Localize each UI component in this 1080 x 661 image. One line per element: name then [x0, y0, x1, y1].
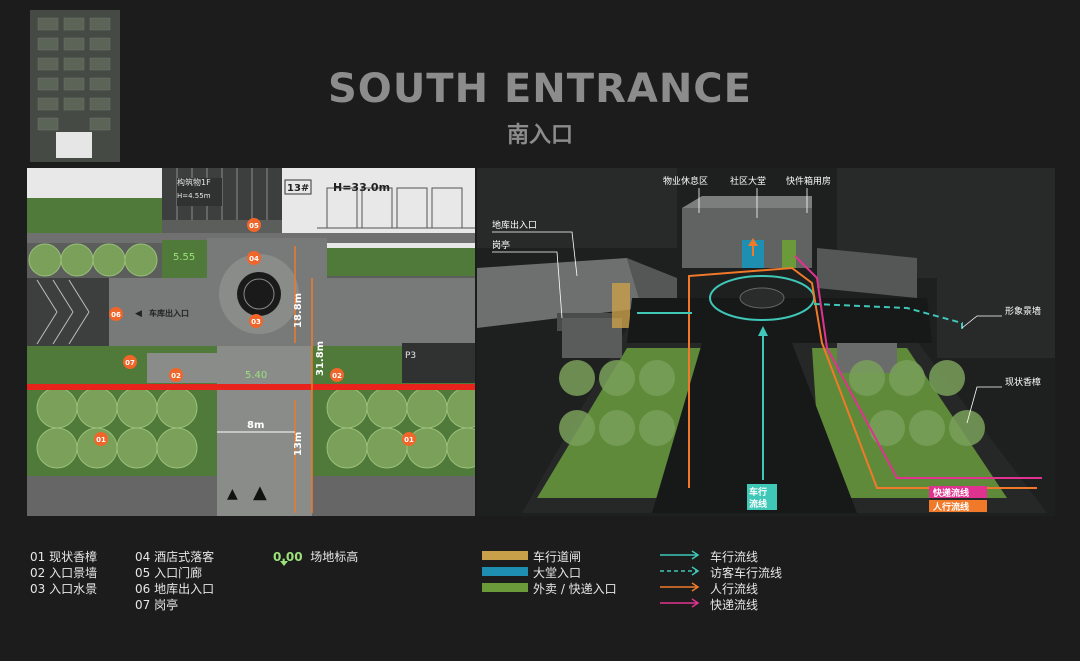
label-lobby: 社区大堂 [730, 175, 766, 187]
legend-item-04: 04 酒店式落客 [135, 550, 215, 564]
marker-01-left: 01 [96, 436, 106, 444]
dim-18-8m: 18.8m [293, 293, 304, 328]
main-road [652, 343, 857, 513]
label-vehicle-flow-b: 流线 [749, 498, 767, 510]
legend-delivery-entrance: 外卖 / 快递入口 [533, 582, 617, 596]
elevation-value: 0.00 [273, 550, 303, 564]
legend-pedestrian-flow: 人行流线 [710, 582, 759, 596]
key-map-highlight [56, 132, 92, 158]
page-subtitle: 南入口 [506, 123, 573, 148]
key-map-drawing [30, 10, 120, 162]
label-guard-booth: 岗亭 [492, 239, 510, 251]
legend-item-06: 06 地库出入口 [135, 582, 215, 596]
building-p3-label: P3 [405, 351, 416, 361]
marker-02-right: 02 [332, 372, 342, 380]
delivery-entrance [782, 240, 796, 268]
marker-06: 06 [111, 311, 121, 319]
label-pedestrian-flow: 人行流线 [932, 501, 969, 513]
visitor-vehicle-flow-line [813, 303, 963, 330]
legend-elevation: 0.00 场地标高 [273, 548, 358, 565]
site-plan: 构筑物1F H=4.55m 13# H=33.0m [27, 168, 475, 516]
legend-item-07: 07 岗亭 [135, 598, 179, 612]
legend-delivery-flow: 快递流线 [710, 598, 759, 612]
arrow-left-icon: ◀ [135, 309, 142, 319]
legend-lobby: 大堂入口 [533, 566, 582, 580]
arrow-up-icon: ▲ [227, 486, 238, 502]
arrow-up-icon: ▲ [253, 482, 267, 503]
garage-exit-text: 车库出入口 [149, 308, 189, 318]
water-feature [237, 272, 281, 316]
key-map [30, 10, 120, 162]
gate-barrier [612, 283, 630, 328]
flow-legend-arrows [660, 550, 700, 608]
swatch-gate [482, 551, 528, 560]
legend-gate: 车行道闸 [533, 550, 582, 564]
label-property-rest: 物业休息区 [663, 175, 708, 187]
pavilion-height: H=4.55m [177, 192, 211, 200]
pedestrian-flow-line [688, 266, 1037, 489]
entrance-wall-line [27, 384, 475, 390]
aerial-view: 物业休息区 社区大堂 快件箱用房 地库出入口 岗亭 形象景墙 现状香樟 车行 流… [477, 168, 1055, 516]
legend-item-01: 01 现状香樟 [30, 550, 98, 564]
legend-vehicle-flow: 车行流线 [710, 550, 759, 564]
swatch-delivery [482, 583, 528, 592]
marker-03: 03 [251, 318, 261, 326]
swatch-lobby [482, 567, 528, 576]
label-vehicle-flow-a: 车行 [749, 486, 767, 498]
dim-31-8m: 31.8m [315, 341, 326, 376]
legend-item-03: 03 入口水景 [30, 582, 98, 596]
marker-01-right: 01 [404, 436, 414, 444]
label-parcel-room: 快件箱用房 [786, 175, 831, 187]
legend-visitor-vehicle-flow: 访客车行流线 [710, 566, 783, 580]
legend-item-05: 05 入口门廊 [135, 566, 203, 580]
dim-8m: 8m [247, 420, 264, 431]
marker-02-left: 02 [171, 372, 181, 380]
building-13-label: 13# [287, 183, 309, 194]
page-title: SOUTH ENTRANCE [328, 66, 752, 112]
elevation-5-55: 5.55 [173, 252, 195, 263]
marker-07: 07 [125, 359, 135, 367]
label-existing-camphor: 现状香樟 [1005, 376, 1041, 388]
delivery-flow-line [794, 255, 1042, 479]
building-top-left [27, 168, 162, 198]
marker-04: 04 [249, 255, 259, 263]
elevation-5-40: 5.40 [245, 370, 267, 381]
label-delivery-flow: 快递流线 [933, 487, 969, 499]
dim-13m: 13m [293, 432, 304, 456]
elevation-text: 场地标高 [310, 550, 359, 564]
legend-item-02: 02 入口景墙 [30, 566, 98, 580]
label-image-wall: 形象景墙 [1005, 305, 1041, 317]
elevation-marker-icon [280, 561, 288, 566]
building-13-height: H=33.0m [333, 181, 390, 194]
marker-05: 05 [249, 222, 259, 230]
pavilion-label: 构筑物1F [177, 177, 211, 187]
label-garage-entrance: 地库出入口 [492, 219, 537, 231]
